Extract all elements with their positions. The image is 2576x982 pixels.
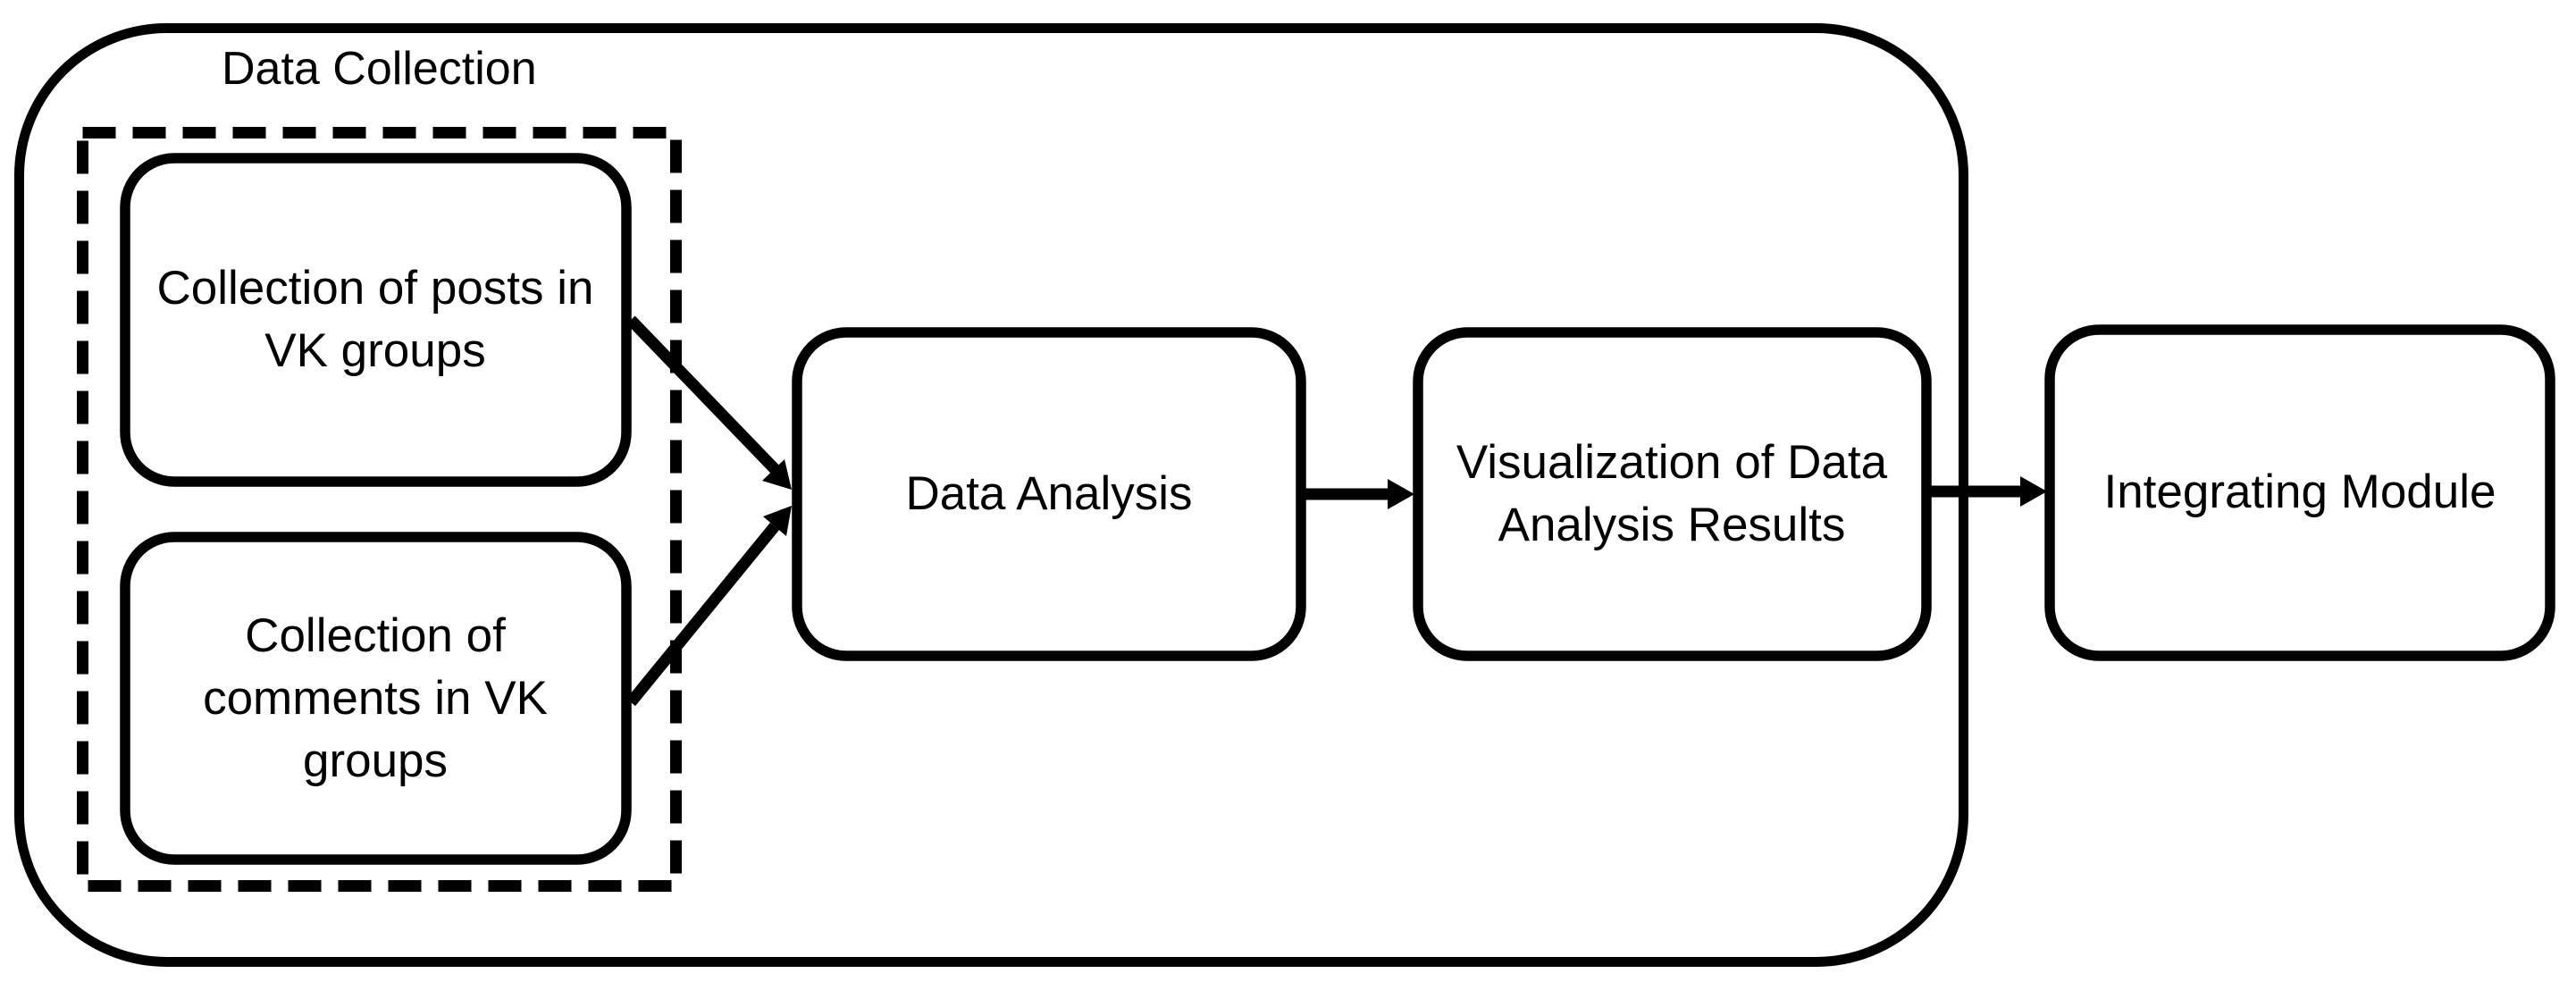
- integrating-node-shape: [2044, 324, 2555, 661]
- arrow-visualization-to-integrating: [1928, 476, 2047, 507]
- analysis-node-label: Data Analysis: [792, 327, 1306, 660]
- posts-node-shape: [120, 153, 632, 487]
- data-collection-label: Data Collection: [222, 43, 537, 95]
- label-line: Analysis Results: [1498, 498, 1846, 551]
- integrating-node-label: Integrating Module: [2044, 324, 2555, 660]
- label-line: groups: [302, 734, 449, 787]
- label-line: Visualization of Data: [1456, 435, 1888, 489]
- comments-node-shape: [120, 532, 632, 865]
- comments-node-label: Collection of comments in VK groups: [120, 532, 631, 865]
- visualization-node-shape: [1413, 327, 1932, 661]
- label-line: comments in VK: [203, 671, 548, 725]
- arrow-head: [1388, 479, 1414, 509]
- label-line: Integrating Module: [2103, 466, 2496, 518]
- arrow-comments-to-analysis: [625, 506, 792, 707]
- arrow-line: [625, 522, 780, 707]
- arrow-posts-to-analysis: [626, 315, 792, 490]
- arrow-head: [2020, 476, 2047, 507]
- arrow-analysis-to-visualization: [1303, 479, 1414, 509]
- label-line: Collection of posts in: [156, 261, 594, 315]
- arrow-line: [626, 315, 781, 475]
- label-line: Data Analysis: [905, 466, 1193, 520]
- visualization-node-label: Visualization of Data Analysis Results: [1413, 327, 1931, 660]
- arrow-head: [763, 506, 792, 536]
- label-line: VK groups: [264, 323, 486, 377]
- vk-collection-dashed-group-shape: [77, 127, 682, 892]
- arrow-head: [762, 459, 792, 490]
- label-line: Collection of: [245, 609, 506, 662]
- posts-node-label: Collection of posts in VK groups: [120, 153, 631, 486]
- analysis-node-shape: [792, 327, 1306, 661]
